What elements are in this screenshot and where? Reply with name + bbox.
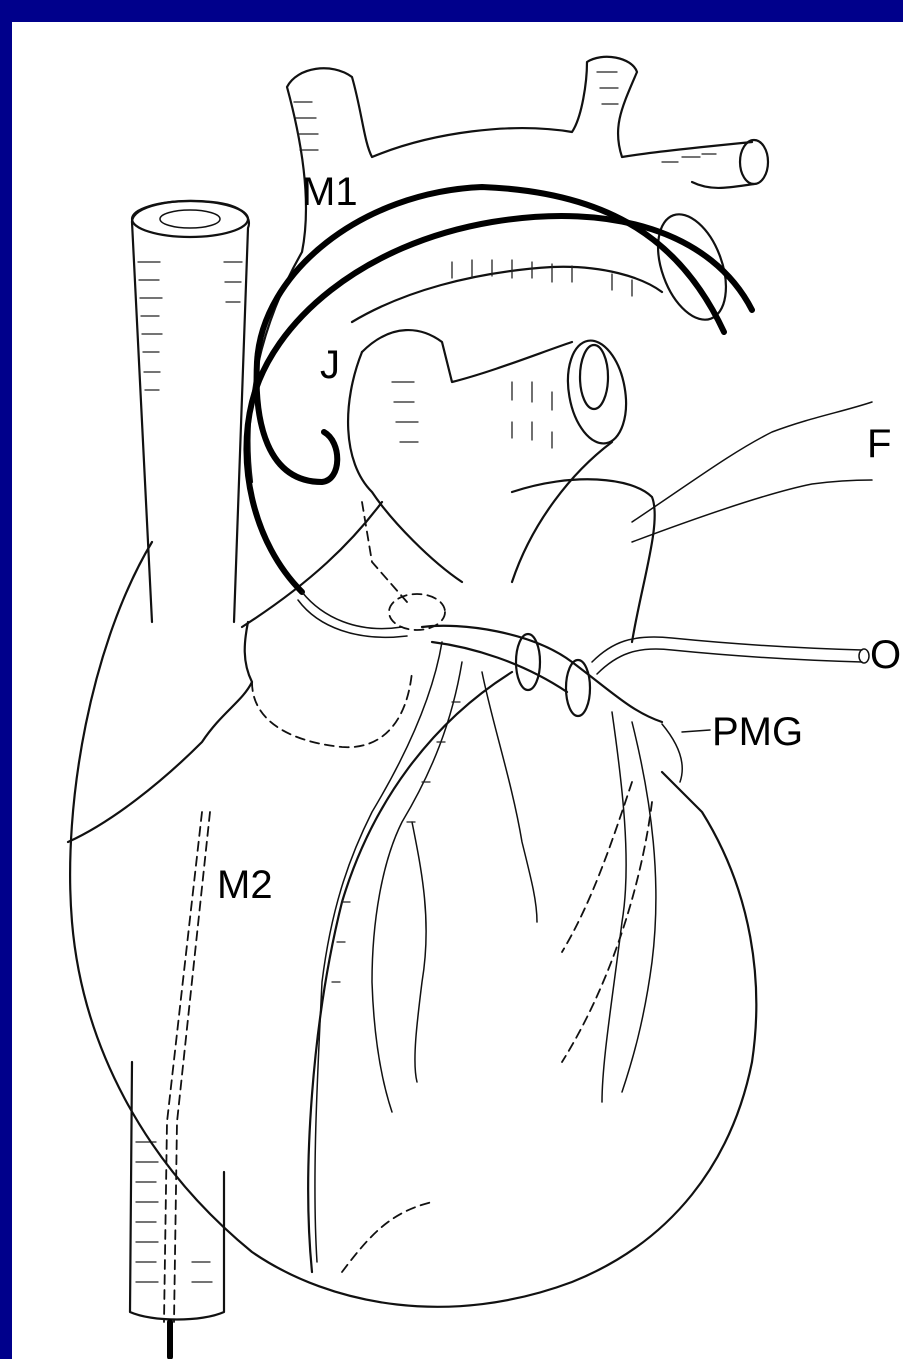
- left-atrial-appendage: [512, 479, 655, 642]
- dashed-structures: [252, 502, 652, 1272]
- superior-vena-cava: [132, 201, 249, 622]
- catheter-wires: [246, 187, 752, 637]
- fiber-f: [632, 402, 872, 542]
- label-m2: M2: [217, 865, 273, 905]
- label-pmg: PMG: [712, 712, 803, 752]
- heart-illustration: [12, 22, 903, 1359]
- ring-markers: [516, 634, 590, 716]
- heart-outline: [68, 502, 756, 1307]
- label-m1: M1: [302, 172, 358, 212]
- aortic-arch: [249, 57, 768, 482]
- coronary-arteries: [315, 626, 662, 1262]
- pmg-leader-line: [682, 730, 710, 732]
- label-o: O: [870, 635, 901, 675]
- label-j: J: [320, 345, 340, 385]
- lead-m2: [164, 812, 210, 1357]
- inferior-vena-cava: [130, 1062, 224, 1320]
- pulmonary-trunk: [348, 330, 634, 582]
- label-f: F: [867, 424, 891, 464]
